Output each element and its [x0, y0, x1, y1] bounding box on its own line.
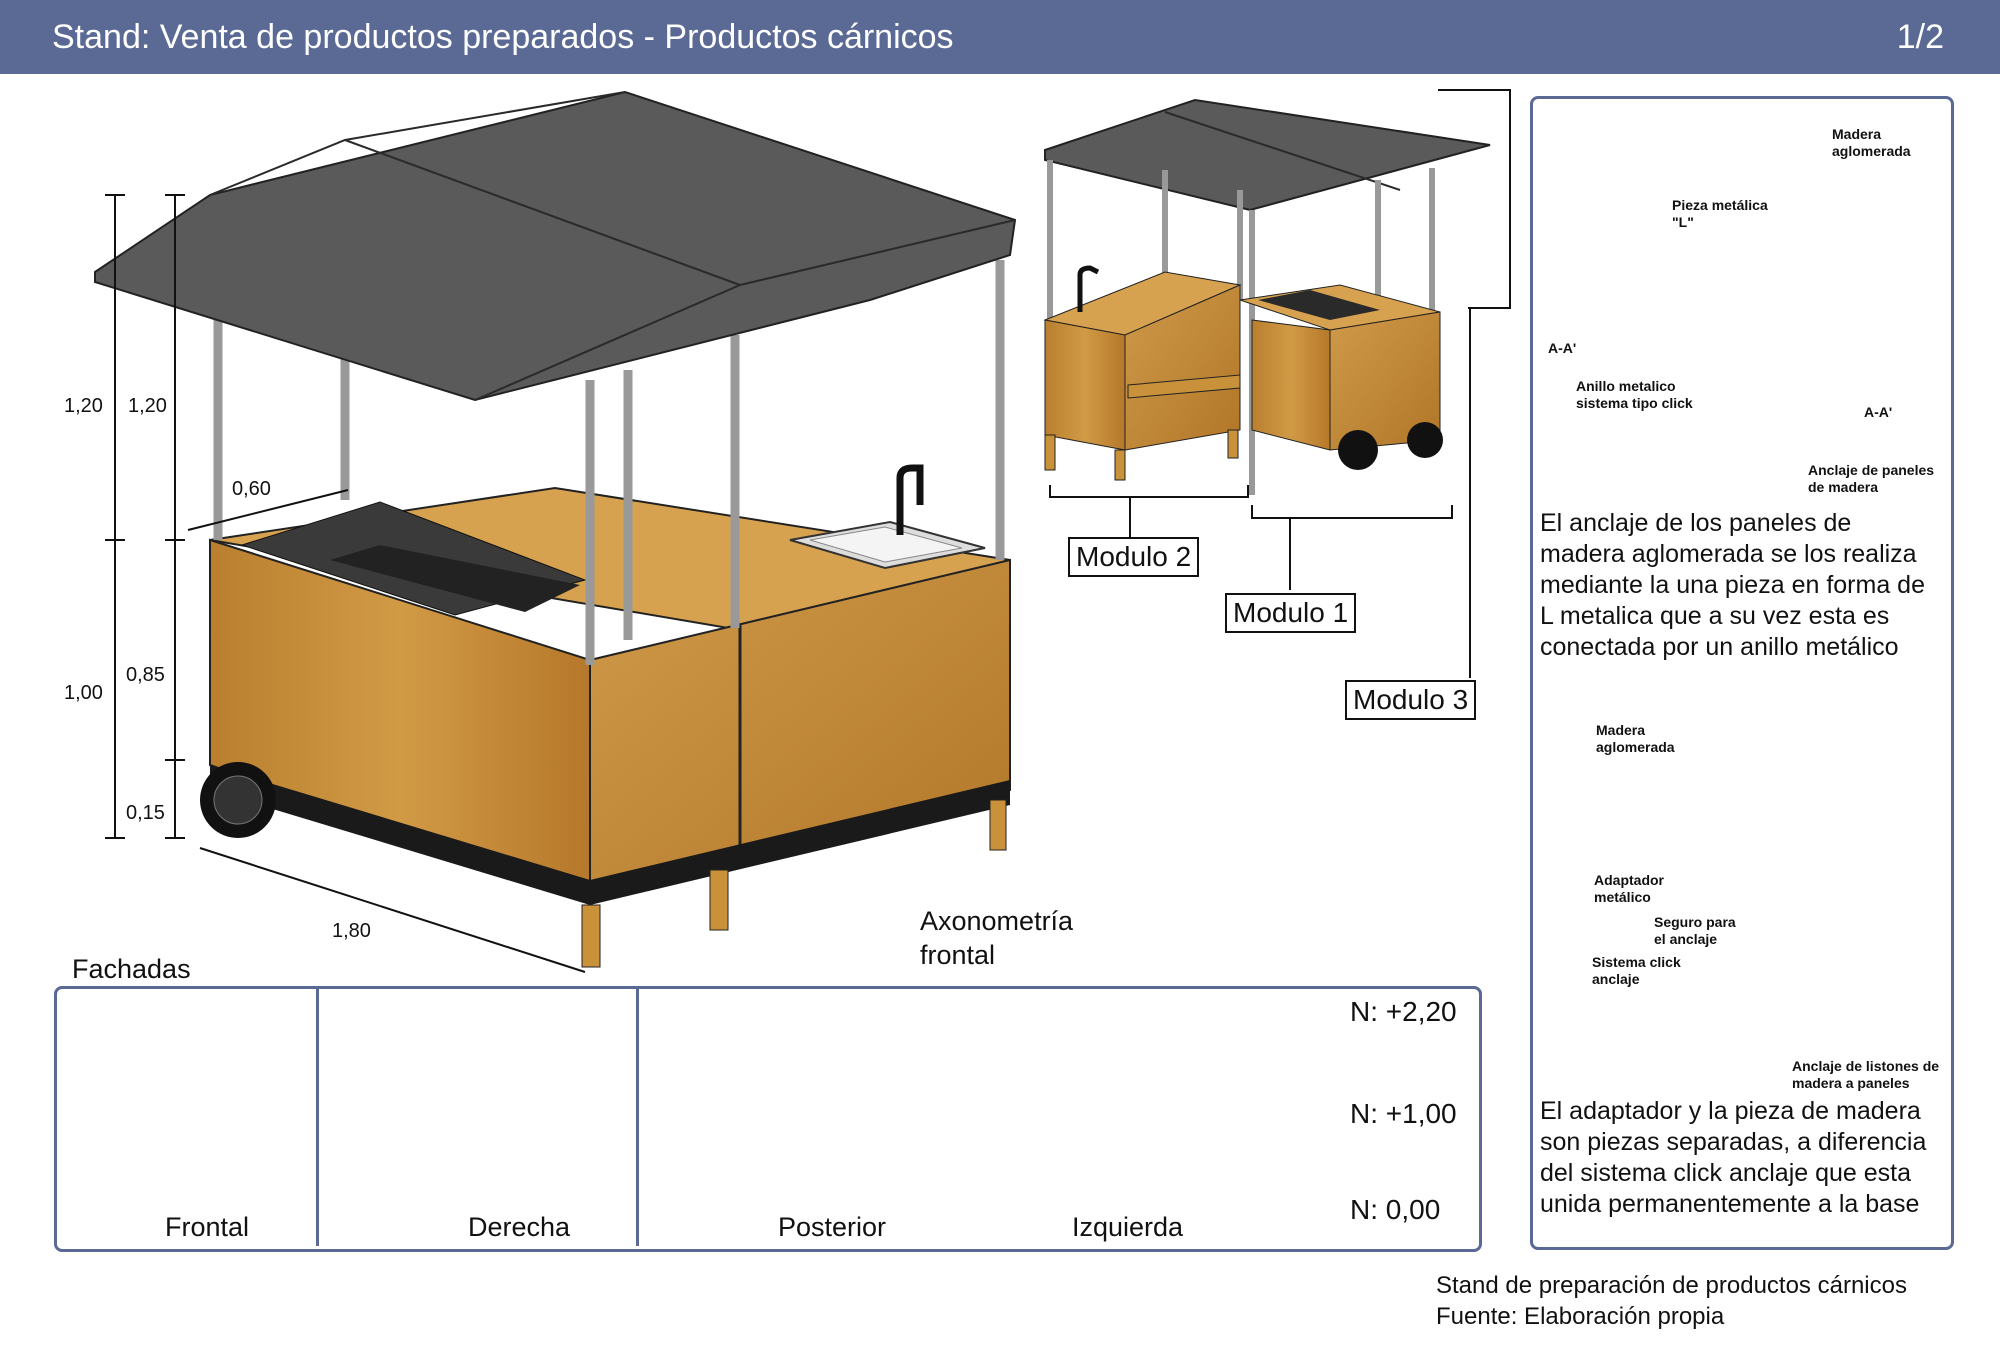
facades-title: Fachadas — [72, 954, 191, 984]
label-aa-right: A-A' — [1864, 404, 1893, 420]
facade-divider — [636, 989, 639, 1246]
dim-base-right: 0,85 — [126, 664, 165, 686]
figure-source: Fuente: Elaboración propia — [1436, 1303, 1725, 1330]
level-label-mid: N: +1,00 — [1350, 1098, 1457, 1129]
axonometry-caption-1: Axonometría — [920, 906, 1074, 936]
level-label-base: N: 0,00 — [1350, 1194, 1441, 1225]
main-stand — [94, 90, 1017, 968]
label-anillo: Anillo metalico sistema tipo click — [1576, 378, 1693, 411]
facade-label-derecha: Derecha — [468, 1212, 571, 1242]
facade-label-posterior: Posterior — [778, 1212, 887, 1242]
label-pieza-metalica: Pieza metálica "L" — [1672, 197, 1768, 230]
page-number: 1/2 — [1896, 18, 1944, 56]
label-aa-left: A-A' — [1548, 340, 1577, 356]
label-seguro: Seguro para el anclaje — [1654, 914, 1736, 947]
label-madera-aglomerada-1: Madera aglomerada — [1832, 126, 1911, 159]
page-title: Stand: Venta de productos preparados - P… — [52, 18, 954, 56]
detail-text-2: El adaptador y la pieza de madera son pi… — [1540, 1097, 1927, 1218]
dim-length: 1,80 — [332, 920, 371, 942]
facade-label-izquierda: Izquierda — [1072, 1212, 1184, 1242]
label-madera-aglomerada-2: Madera aglomerada — [1596, 722, 1675, 755]
label-anclaje-listones: Anclaje de listones de madera a paneles — [1792, 1058, 1940, 1091]
facades-panel — [54, 986, 1482, 1252]
dim-height-right: 1,20 — [128, 395, 167, 417]
dim-height-left: 1,20 — [64, 395, 103, 417]
modules-drawing — [1043, 98, 1491, 495]
facade-label-frontal: Frontal — [165, 1212, 250, 1242]
module-3-label: Modulo 3 — [1345, 680, 1477, 720]
level-label-top: N: +2,20 — [1350, 996, 1457, 1027]
axonometry-caption-2: frontal — [920, 940, 996, 970]
detail-text-1: El anclaje de los paneles de madera aglo… — [1540, 509, 1925, 661]
facade-divider — [316, 989, 319, 1246]
dim-plinth: 0,15 — [126, 802, 165, 824]
module-leader-lines — [1049, 89, 1511, 678]
dim-base-left: 1,00 — [64, 682, 103, 704]
header-bar: Stand: Venta de productos preparados - P… — [0, 0, 2000, 74]
label-adaptador: Adaptador metálico — [1594, 872, 1664, 905]
dimension-lines — [105, 194, 586, 973]
module-1-label: Modulo 1 — [1225, 593, 1357, 633]
label-sistema-click: Sistema click anclaje — [1592, 954, 1681, 987]
module-2-label: Modulo 2 — [1068, 537, 1200, 577]
label-anclaje-paneles: Anclaje de paneles de madera — [1808, 462, 1935, 495]
figure-caption: Stand de preparación de productos cárnic… — [1436, 1272, 1907, 1299]
dim-width: 0,60 — [232, 478, 271, 500]
detail-panel — [1530, 96, 1954, 1250]
